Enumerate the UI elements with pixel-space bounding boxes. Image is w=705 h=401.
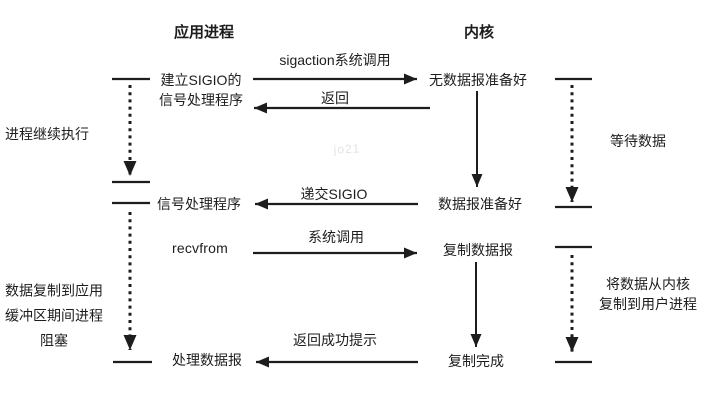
app-node-recvfrom: recvfrom	[171, 240, 229, 256]
app-process-header: 应用进程	[173, 24, 235, 41]
app-node-setup-sigio-line2: 信号处理程序	[159, 92, 243, 108]
app-node-setup-sigio: 建立SIGIO的 信号处理程序	[159, 70, 243, 110]
kernel-node-copy-complete: 复制完成	[448, 353, 504, 369]
kernel-node-copy-datagram: 复制数据报	[443, 242, 513, 258]
note-copy-blocked-line2: 缓冲区期间进程	[5, 307, 103, 324]
note-kernel-copy-line2: 复制到用户进程	[599, 296, 697, 312]
note-kernel-copy-line1: 将数据从内核	[606, 276, 690, 292]
watermark: jo21	[333, 141, 361, 157]
app-node-setup-sigio-line1: 建立SIGIO的	[160, 72, 242, 88]
app-node-process-datagram: 处理数据报	[172, 352, 242, 368]
note-copy-blocked-line3: 阻塞	[40, 332, 68, 349]
deliver-sigio-label: 递交SIGIO	[300, 186, 368, 202]
note-wait-for-data: 等待数据	[610, 133, 666, 149]
kernel-node-no-datagram-ready: 无数据报准备好	[429, 72, 527, 88]
return-success-label: 返回成功提示	[293, 332, 377, 348]
syscall-label: 系统调用	[308, 229, 364, 245]
kernel-node-datagram-ready: 数据报准备好	[438, 196, 522, 212]
kernel-header: 内核	[463, 24, 495, 41]
note-copy-blocked: 数据复制到应用 缓冲区期间进程 阻塞	[5, 279, 103, 354]
note-kernel-copy: 将数据从内核 复制到用户进程	[599, 274, 697, 314]
note-process-continues: 进程继续执行	[5, 126, 89, 142]
note-copy-blocked-line1: 数据复制到应用	[5, 282, 103, 299]
return-label: 返回	[321, 90, 349, 106]
sigaction-syscall-label: sigaction系统调用	[279, 52, 391, 68]
app-node-signal-handler: 信号处理程序	[157, 196, 241, 212]
